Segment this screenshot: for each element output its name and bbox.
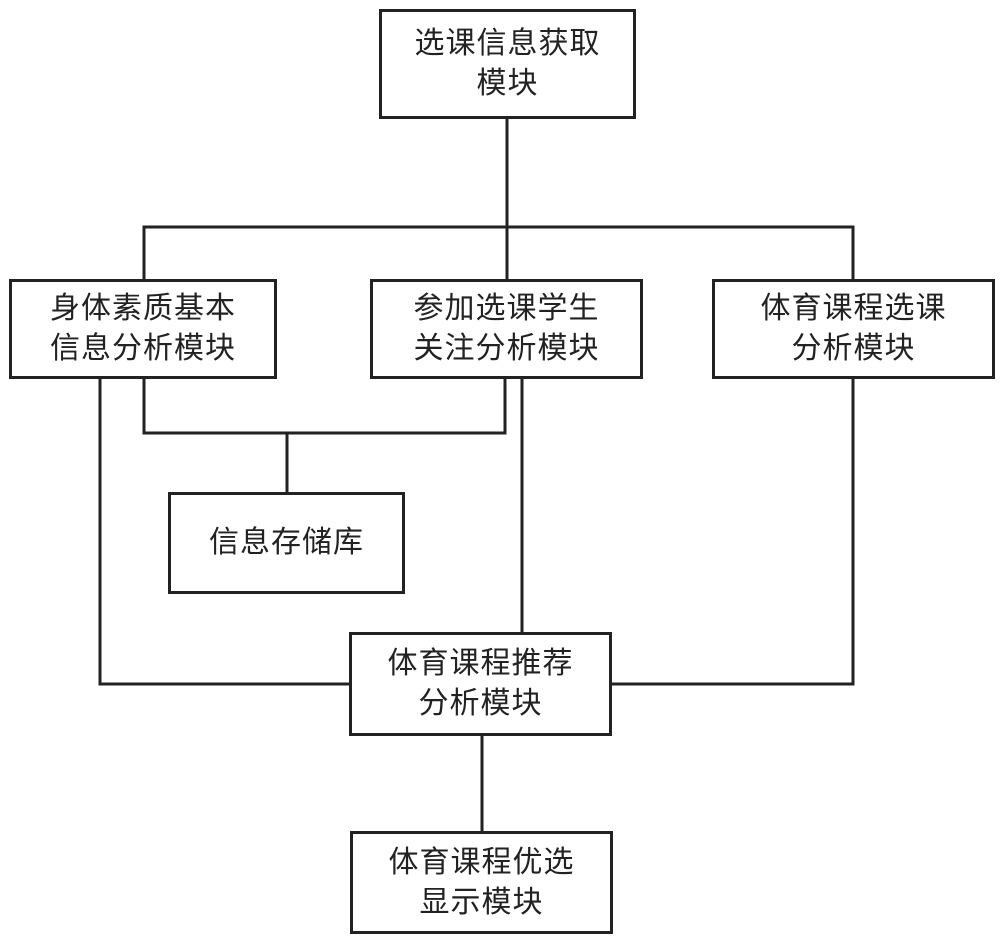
module-label: 参加选课学生 关注分析模块 [414, 289, 600, 369]
module-label: 体育课程选课 分析模块 [761, 289, 947, 369]
pe-course-recommendation-analysis-module: 体育课程推荐 分析模块 [349, 632, 612, 736]
pe-course-selection-analysis-module: 体育课程选课 分析模块 [712, 279, 995, 379]
module-label: 体育课程优选 显示模块 [389, 843, 575, 923]
course-selection-info-acquisition-module: 选课信息获取 模块 [379, 9, 636, 119]
module-label: 体育课程推荐 分析模块 [388, 644, 574, 724]
module-label: 信息存储库 [209, 523, 364, 563]
module-label: 身体素质基本 信息分析模块 [50, 289, 236, 369]
student-attention-analysis-module: 参加选课学生 关注分析模块 [370, 279, 643, 379]
information-storage-repository: 信息存储库 [168, 492, 405, 594]
pe-course-preferred-display-module: 体育课程优选 显示模块 [350, 831, 613, 934]
module-label: 选课信息获取 模块 [415, 24, 601, 104]
physical-fitness-info-analysis-module: 身体素质基本 信息分析模块 [9, 279, 277, 379]
